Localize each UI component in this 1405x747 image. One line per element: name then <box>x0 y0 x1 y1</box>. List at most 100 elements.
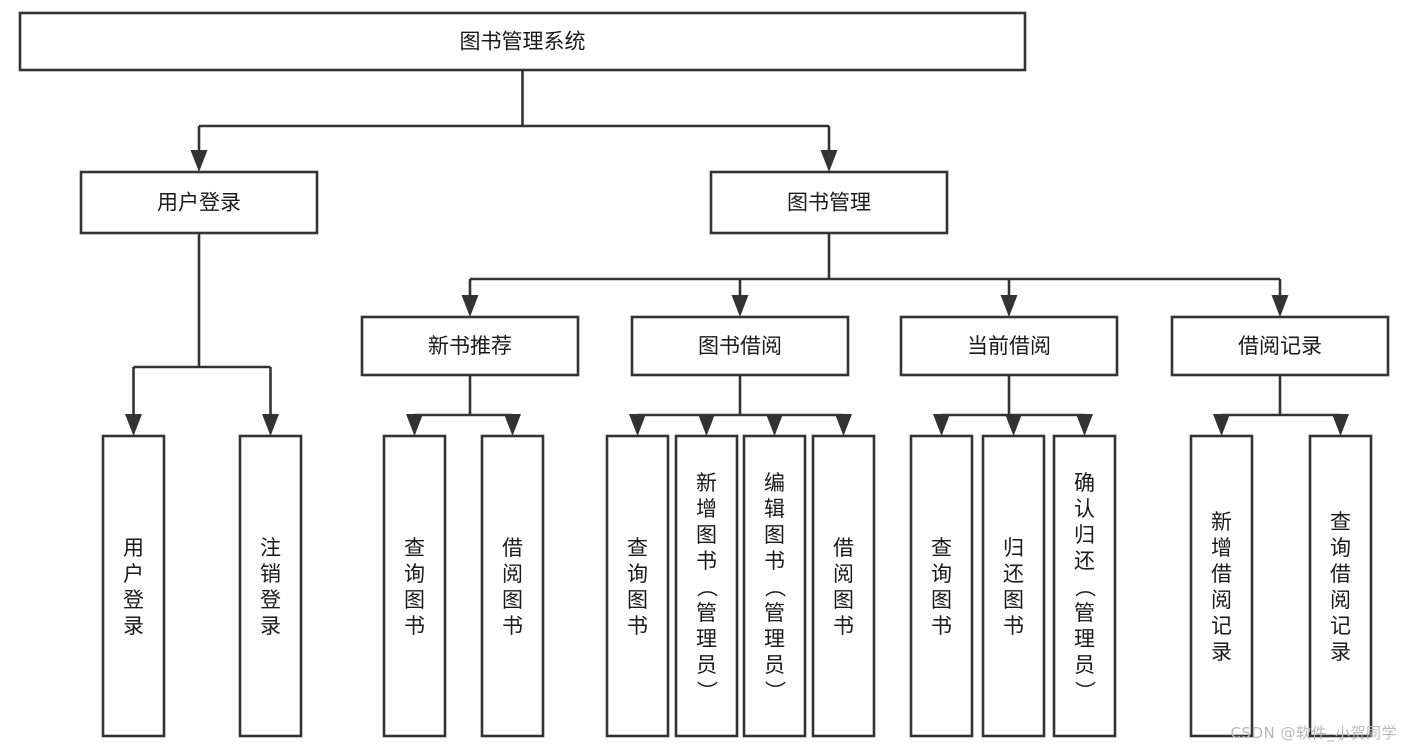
node-borrow-record[interactable]: 借阅记录 <box>1170 315 1390 377</box>
node-leaf-user-login[interactable]: 用户登录 <box>101 434 166 738</box>
arrowhead-book-manage <box>820 150 838 172</box>
node-label-char: 图 <box>502 588 523 612</box>
node-label-char: 增 <box>1211 536 1232 560</box>
node-label-current-borrow: 当前借阅 <box>967 334 1051 358</box>
node-label-char: 归 <box>1074 523 1095 547</box>
node-label-char: 新 <box>696 471 717 495</box>
node-label-char: 询 <box>1330 536 1351 560</box>
node-label-char: 辑 <box>764 497 785 521</box>
node-label-char: （ <box>1073 577 1097 598</box>
node-label-char: 阅 <box>1330 588 1351 612</box>
node-label-char: 理 <box>1074 627 1095 651</box>
node-label-char: 借 <box>1330 562 1351 586</box>
arrowhead-leaf-add-book <box>698 414 715 436</box>
node-label-char: 阅 <box>1211 588 1232 612</box>
arrowhead-leaf-user-login <box>125 414 142 436</box>
node-label-book-borrow: 图书借阅 <box>698 334 782 358</box>
node-label-char: 图 <box>764 523 785 547</box>
node-label-char: 图 <box>833 588 854 612</box>
arrowhead-user-login <box>190 150 208 172</box>
node-label-char: 借 <box>833 536 854 560</box>
node-book-borrow[interactable]: 图书借阅 <box>630 315 850 377</box>
node-label-char: 书 <box>696 549 717 573</box>
node-box-new-book-rec <box>360 315 580 377</box>
arrowhead-leaf-edit-book <box>766 414 783 436</box>
node-label-char: （ <box>695 577 719 598</box>
node-label-char: 确 <box>1074 471 1095 495</box>
node-label-char: 阅 <box>833 562 854 586</box>
node-box-leaf-confirm-return <box>1052 434 1117 738</box>
arrowhead-leaf-query-record <box>1332 414 1349 436</box>
node-label-char: 注 <box>260 536 281 560</box>
node-label-char: 询 <box>627 562 648 586</box>
node-label-char: 管 <box>1074 601 1095 625</box>
node-label-char: 书 <box>931 614 952 638</box>
node-label-char: 借 <box>502 536 523 560</box>
node-label-char: ） <box>763 681 787 702</box>
node-label-char: 借 <box>1211 562 1232 586</box>
node-box-leaf-borrow-book-2 <box>811 434 876 738</box>
arrowhead-leaf-query-book-1 <box>406 414 423 436</box>
node-label-char: 阅 <box>502 562 523 586</box>
arrowhead-current-borrow <box>1000 295 1018 317</box>
arrowhead-leaf-user-logout <box>262 414 279 436</box>
node-box-borrow-record <box>1170 315 1390 377</box>
node-layer: 图书管理系统用户登录图书管理新书推荐图书借阅当前借阅借阅记录用户登录注销登录查询… <box>18 11 1390 738</box>
node-box-current-borrow <box>899 315 1119 377</box>
node-label-char: 员 <box>696 653 717 677</box>
node-box-leaf-borrow-book-1 <box>480 434 545 738</box>
node-label-char: 还 <box>1003 562 1024 586</box>
node-box-leaf-query-book-3 <box>909 434 974 738</box>
node-label-char: ） <box>695 681 719 702</box>
node-label-char: 增 <box>696 497 717 521</box>
node-box-leaf-query-record <box>1308 434 1373 738</box>
node-label-new-book-rec: 新书推荐 <box>428 334 512 358</box>
node-label-char: （ <box>763 577 787 598</box>
node-label-char: 记 <box>1211 614 1232 638</box>
node-label-char: 图 <box>627 588 648 612</box>
node-label-char: 书 <box>502 614 523 638</box>
node-label-char: 录 <box>1330 640 1351 664</box>
node-label-char: 询 <box>931 562 952 586</box>
node-label-char: 新 <box>1211 510 1232 534</box>
node-user-login[interactable]: 用户登录 <box>79 170 319 235</box>
node-label-char: 录 <box>260 614 281 638</box>
arrowhead-leaf-confirm-return <box>1076 414 1093 436</box>
node-new-book-rec[interactable]: 新书推荐 <box>360 315 580 377</box>
node-book-manage[interactable]: 图书管理 <box>709 170 949 235</box>
node-label-char: 归 <box>1003 536 1024 560</box>
node-label-char: 理 <box>764 627 785 651</box>
node-label-char: 书 <box>627 614 648 638</box>
node-label-char: 员 <box>1074 653 1095 677</box>
node-label-char: 图 <box>404 588 425 612</box>
arrowhead-leaf-query-book-2 <box>629 414 646 436</box>
node-box-leaf-query-book-2 <box>605 434 670 738</box>
arrowhead-leaf-borrow-book-1 <box>504 414 521 436</box>
node-label-char: 图 <box>696 523 717 547</box>
node-label-char: 户 <box>123 562 144 586</box>
node-box-leaf-user-login <box>101 434 166 738</box>
arrowhead-leaf-borrow-book-2 <box>835 414 852 436</box>
node-root[interactable]: 图书管理系统 <box>18 11 1027 72</box>
node-label-char: 图 <box>931 588 952 612</box>
arrowhead-leaf-query-book-3 <box>933 414 950 436</box>
node-label-char: 录 <box>1211 640 1232 664</box>
arrowhead-book-borrow <box>731 295 749 317</box>
node-current-borrow[interactable]: 当前借阅 <box>899 315 1119 377</box>
node-label-char: 登 <box>260 588 281 612</box>
node-label-char: 书 <box>833 614 854 638</box>
node-label-char: 询 <box>404 562 425 586</box>
